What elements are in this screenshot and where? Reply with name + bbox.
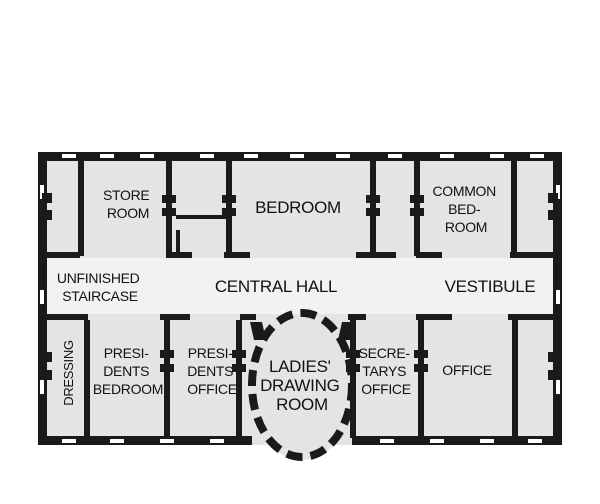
bedroom-label: BEDROOM xyxy=(255,198,341,217)
oval-room-area xyxy=(250,320,354,460)
dressing-label: DRESSING xyxy=(61,340,76,406)
central-hall-label: CENTRAL HALL xyxy=(215,277,337,296)
secretarys-office-label: SECRE- TARYS OFFICE xyxy=(359,345,414,397)
ladies-drawing-room-label: LADIES' DRAWING ROOM xyxy=(260,357,344,414)
unfinished-staircase-label: UNFINISHED STAIRCASE xyxy=(57,270,143,304)
presidents-bedroom-label: PRESI- DENTS BEDROOM xyxy=(93,345,163,397)
office-label: OFFICE xyxy=(442,362,492,378)
store-room-label: STORE ROOM xyxy=(103,187,153,221)
central-hall-area xyxy=(44,258,556,314)
walls xyxy=(38,152,562,461)
vestibule-label: VESTIBULE xyxy=(445,277,536,296)
common-bedroom-label: COMMON BED- ROOM xyxy=(432,183,499,235)
presidents-office-label: PRESI- DENTS OFFICE xyxy=(187,345,237,397)
